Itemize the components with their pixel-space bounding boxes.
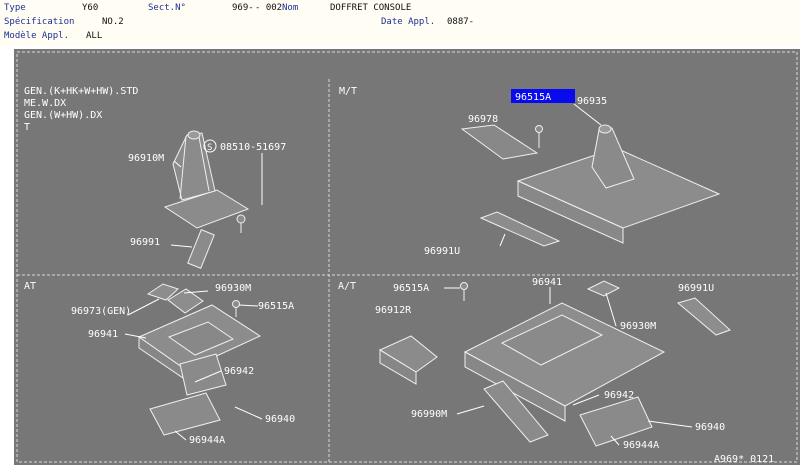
br-part-96930m: 96930M [620, 321, 656, 332]
type-label: Type [4, 3, 26, 13]
tl-line-2: ME.W.DX [24, 98, 66, 109]
bl-part-96944a: 96944A [189, 435, 225, 446]
sect-value-a: 969- [232, 3, 254, 13]
spec-value: NO.2 [102, 17, 124, 27]
panel-top-right: M/T 96515A 96935 96978 96991U [339, 86, 721, 257]
diagram-background [14, 49, 800, 465]
date-label: Date Appl. [381, 17, 436, 27]
tl-line-1: GEN.(K+HK+W+HW).STD [24, 86, 138, 97]
type-value: Y60 [82, 3, 99, 13]
bl-part-96942: 96942 [224, 366, 254, 377]
tr-title: M/T [339, 86, 357, 97]
tl-part-08510-51697: 08510-51697 [220, 142, 286, 153]
br-part-96942: 96942 [604, 390, 634, 401]
header-panel: Type Y60 Sect.N° 969- - 002 Nom DOFFRET … [0, 0, 800, 46]
br-part-96941: 96941 [532, 277, 562, 288]
br-part-96515a: 96515A [393, 283, 429, 294]
spec-label: Spécification [4, 17, 75, 27]
tr-part-96978: 96978 [468, 114, 498, 125]
panel-top-left: GEN.(K+HK+W+HW).STD ME.W.DX GEN.(W+HW).D… [24, 86, 286, 269]
s-symbol-label: S [207, 143, 212, 153]
br-part-96990m: 96990M [411, 409, 447, 420]
at-large-console-drawing [378, 280, 731, 447]
tr-part-96991u: 96991U [424, 246, 460, 257]
tr-part-96515a-highlight: 96515A [515, 92, 551, 103]
at-console-drawing [137, 283, 262, 436]
bl-part-96940: 96940 [265, 414, 295, 425]
nom-value: DOFFRET CONSOLE [330, 3, 412, 13]
bl-part-96930m: 96930M [215, 283, 251, 294]
highlight-box [511, 89, 575, 103]
br-title: A/T [338, 281, 356, 292]
date-value: 0887- [447, 17, 475, 27]
mt-console-drawing [460, 124, 721, 247]
modele-value: ALL [86, 31, 103, 41]
sect-label: Sect.N° [148, 3, 186, 13]
br-part-96944a: 96944A [623, 440, 659, 451]
tr-part-96935: 96935 [577, 96, 607, 107]
tl-line-3: GEN.(W+HW).DX [24, 110, 102, 121]
nom-label: Nom [282, 3, 299, 13]
tl-line-4: T [24, 122, 30, 133]
bl-part-96941: 96941 [88, 329, 118, 340]
modele-label: Modèle Appl. [4, 31, 70, 41]
panel-bottom-left: AT 96930M 96973(GEN) 96515A 96941 96942 … [24, 281, 295, 446]
bl-title: AT [24, 281, 36, 292]
gear-boot-drawing [163, 130, 250, 269]
br-part-96940: 96940 [695, 422, 725, 433]
bl-part-96515a: 96515A [258, 301, 294, 312]
tl-part-96991: 96991 [130, 237, 160, 248]
bl-part-96973: 96973(GEN) [71, 306, 131, 317]
br-part-96991u: 96991U [678, 283, 714, 294]
parts-diagram: GEN.(K+HK+W+HW).STD ME.W.DX GEN.(W+HW).D… [14, 49, 800, 465]
sect-value-b: - 002 [255, 3, 283, 13]
s-symbol-circle [203, 139, 217, 153]
br-part-96912r: 96912R [375, 305, 412, 316]
diagram-border [16, 51, 798, 463]
panel-bottom-right: A/T 96515A 96941 96991U 96912R 96930M 96… [338, 277, 774, 465]
tl-part-96910m: 96910M [128, 153, 164, 164]
footer-code: A969* 0121 [714, 454, 774, 465]
